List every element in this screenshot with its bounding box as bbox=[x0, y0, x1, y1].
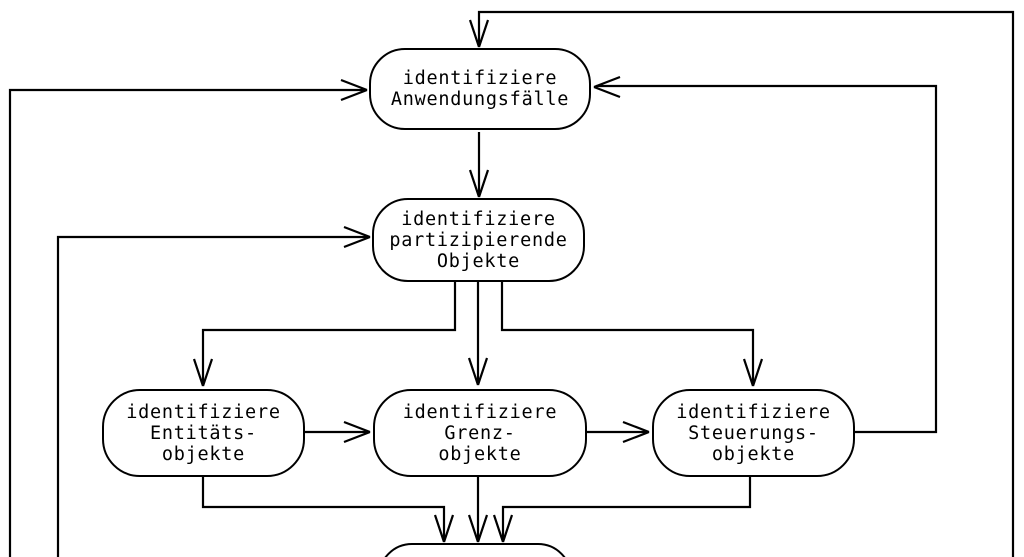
node-identifiziere-grenzobjekte: identifiziere Grenz- objekte bbox=[373, 389, 587, 477]
node-bottom-partial bbox=[378, 543, 572, 557]
node-identifiziere-partizipierende-objekte: identifiziere partizipierende Objekte bbox=[372, 198, 585, 282]
edge-grenz-to-bottom bbox=[467, 476, 489, 543]
edge-feedback-to-partizipierende-left bbox=[56, 225, 371, 557]
edge-steuerungs-to-anwendungsfaelle bbox=[593, 75, 938, 434]
edge-loop-to-anwendungsfaelle-top bbox=[468, 10, 1015, 557]
edge-entitaets-to-bottom bbox=[201, 476, 455, 543]
node-identifiziere-steuerungsobjekte: identifiziere Steuerungs- objekte bbox=[652, 389, 855, 477]
node-identifiziere-entitaetsobjekte: identifiziere Entitäts- objekte bbox=[102, 389, 305, 477]
edge-grenz-to-steuerungs bbox=[587, 420, 650, 444]
edge-partizipierende-to-grenz bbox=[467, 281, 489, 386]
node-identifiziere-anwendungsfaelle: identifiziere Anwendungsfälle bbox=[369, 48, 591, 130]
edge-steuerungs-to-bottom bbox=[492, 476, 752, 543]
edge-anwendungsfaelle-to-partizipierende bbox=[468, 132, 490, 198]
edge-entitaets-to-grenz bbox=[305, 420, 371, 444]
edge-feedback-to-anwendungsfaelle-left bbox=[8, 78, 368, 557]
edge-partizipierende-to-entitaets bbox=[192, 281, 457, 387]
edge-partizipierende-to-steuerungs bbox=[500, 281, 764, 387]
